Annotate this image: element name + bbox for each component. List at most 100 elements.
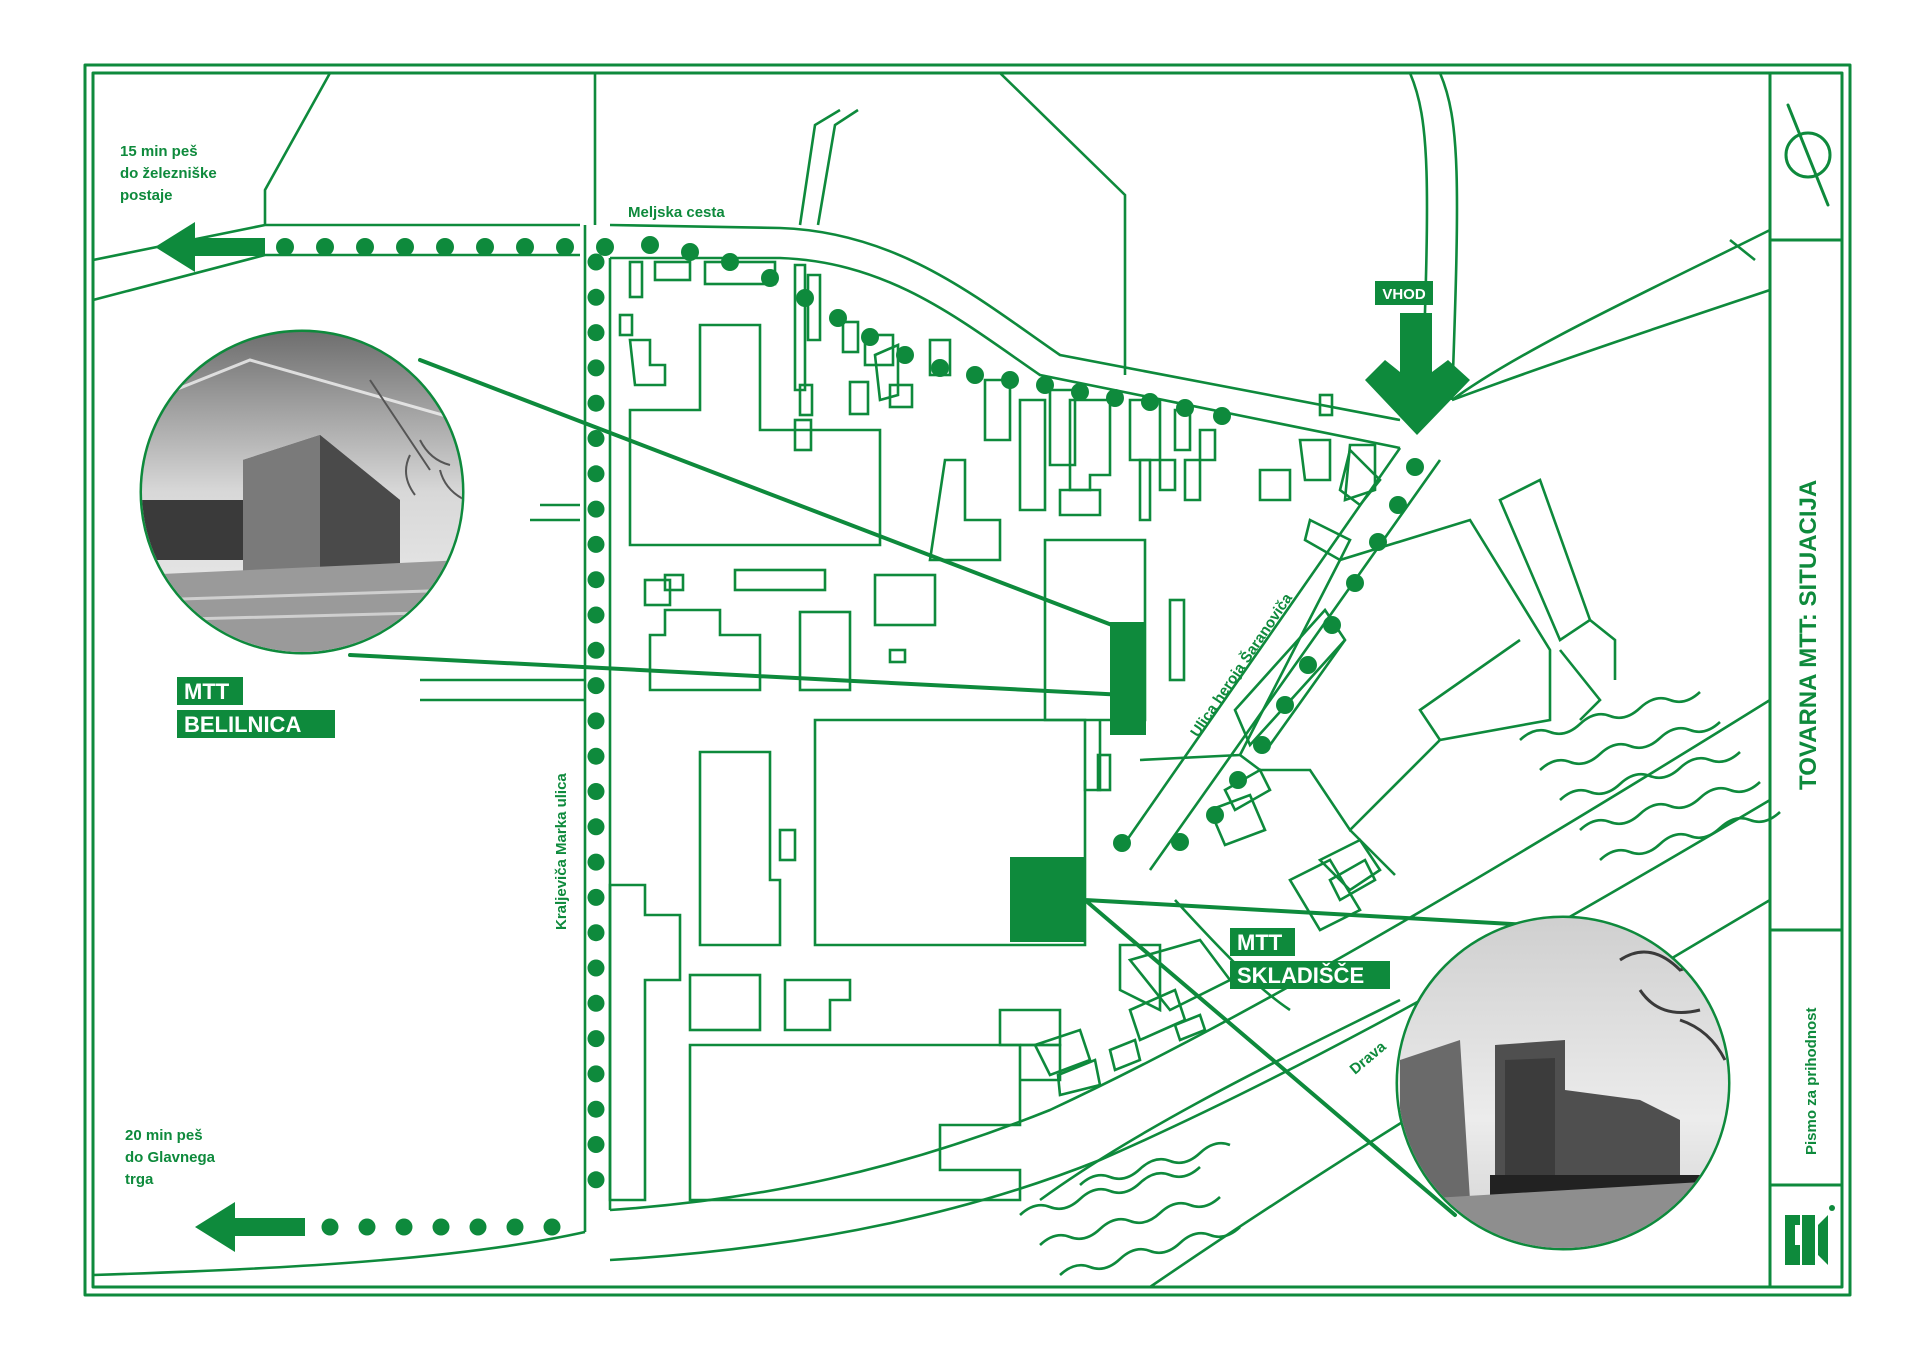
- route-dot: [1369, 533, 1387, 551]
- route-dot: [469, 1218, 487, 1236]
- page-subtitle: Pismo za prihodnost: [1803, 1007, 1820, 1155]
- route-dot: [1176, 399, 1194, 417]
- epk-logo-icon: [1785, 1205, 1835, 1265]
- route-dot: [1346, 574, 1364, 592]
- route-dot: [316, 238, 334, 256]
- route-dot: [587, 677, 605, 695]
- route-dot: [516, 238, 534, 256]
- arrow-down-icon: [1365, 313, 1470, 435]
- route-dot: [1213, 407, 1231, 425]
- route-dot: [1036, 376, 1054, 394]
- route-dot: [1001, 371, 1019, 389]
- route-dot: [1171, 833, 1189, 851]
- route-dot: [966, 366, 984, 384]
- route-dot: [587, 500, 605, 518]
- entrance-label-box: [1375, 281, 1433, 305]
- route-dot: [587, 606, 605, 624]
- skladisce-label-line2: SKLADIŠČE: [1237, 963, 1364, 988]
- route-dot: [829, 309, 847, 327]
- route-dot: [1299, 656, 1317, 674]
- route-dot: [587, 288, 605, 306]
- route-dot: [587, 359, 605, 377]
- route-dot: [506, 1218, 524, 1236]
- route-dot: [1071, 383, 1089, 401]
- route-dot: [276, 238, 294, 256]
- belilnica-label-line2: BELILNICA: [184, 712, 301, 737]
- route-dot: [1323, 616, 1341, 634]
- route-dot: [587, 571, 605, 589]
- route-dot: [587, 641, 605, 659]
- route-dot: [396, 238, 414, 256]
- route-dot: [587, 783, 605, 800]
- solid-marks: [155, 222, 1835, 1265]
- callout-line-belilnica: [348, 358, 1127, 697]
- route-dot: [358, 1218, 376, 1236]
- route-dot: [587, 1030, 605, 1048]
- route-dot: [587, 535, 605, 553]
- direction-bottom-line2: do Glavnega: [125, 1149, 216, 1166]
- route-dot: [587, 253, 605, 271]
- direction-top-line2: do železniške: [120, 165, 217, 182]
- belilnica-label-box-2: [177, 710, 335, 738]
- route-dot: [476, 238, 494, 256]
- route-dot: [556, 238, 574, 256]
- inner-frame: [91, 71, 1844, 1289]
- route-dot: [761, 269, 779, 287]
- route-dot: [587, 394, 605, 412]
- outer-frame: [83, 63, 1852, 1297]
- skladisce-building: [1010, 857, 1085, 942]
- direction-top-line3: postaje: [120, 187, 173, 204]
- route-dot: [1389, 496, 1407, 514]
- walking-route: [276, 236, 1424, 1236]
- route-dot: [587, 747, 605, 765]
- north-arrow-icon: [1784, 103, 1832, 207]
- route-dot: [931, 359, 949, 377]
- route-dot: [587, 888, 605, 906]
- route-dot: [1406, 458, 1424, 476]
- street-saranovica: Ulica heroja Šaranoviča: [1186, 589, 1296, 740]
- direction-bottom-line1: 20 min peš: [125, 1127, 203, 1144]
- route-dot: [587, 712, 605, 730]
- building-photo-icon: [1398, 918, 1728, 1248]
- arrow-left-icon: [195, 1202, 305, 1252]
- river-drava: Drava: [1347, 1038, 1390, 1078]
- route-dot: [587, 465, 605, 483]
- route-dot: [1113, 834, 1131, 852]
- route-dot: [1253, 736, 1271, 754]
- belilnica-label-box-1: [177, 677, 243, 705]
- route-dot: [596, 238, 614, 256]
- route-dot: [543, 1218, 561, 1236]
- route-dot: [587, 1065, 605, 1083]
- building-outlines: [608, 260, 1617, 1202]
- route-dot: [321, 1218, 339, 1236]
- skladisce-label-line1: MTT: [1237, 930, 1283, 955]
- route-dot: [587, 1100, 605, 1118]
- skladisce-label-box-2: [1230, 961, 1390, 989]
- belilnica-building: [1110, 622, 1146, 735]
- river-waves: [1019, 691, 1781, 1276]
- route-dot: [861, 328, 879, 346]
- route-dot: [1106, 389, 1124, 407]
- route-dot: [587, 1171, 605, 1189]
- route-dot: [587, 959, 605, 977]
- direction-top-line1: 15 min peš: [120, 143, 198, 160]
- route-dot: [432, 1218, 450, 1236]
- belilnica-label-line1: MTT: [184, 679, 230, 704]
- street-meljska: Meljska cesta: [628, 204, 725, 221]
- route-dot: [587, 924, 605, 942]
- entrance-label: VHOD: [1382, 286, 1426, 303]
- route-dot: [1276, 696, 1294, 714]
- page-title: TOVARNA MTT: SITUACIJA: [1795, 480, 1822, 790]
- route-dot: [721, 253, 739, 271]
- route-dot: [587, 324, 605, 342]
- street-kraljevica: Kraljeviča Marka ulica: [553, 773, 570, 930]
- route-dot: [436, 238, 454, 256]
- route-dot: [1141, 393, 1159, 411]
- route-dot: [587, 994, 605, 1012]
- callout-line-skladisce: [1083, 898, 1532, 1217]
- route-dot: [896, 346, 914, 364]
- route-dot: [796, 289, 814, 307]
- arrow-left-icon: [155, 222, 265, 272]
- route-dot: [681, 243, 699, 261]
